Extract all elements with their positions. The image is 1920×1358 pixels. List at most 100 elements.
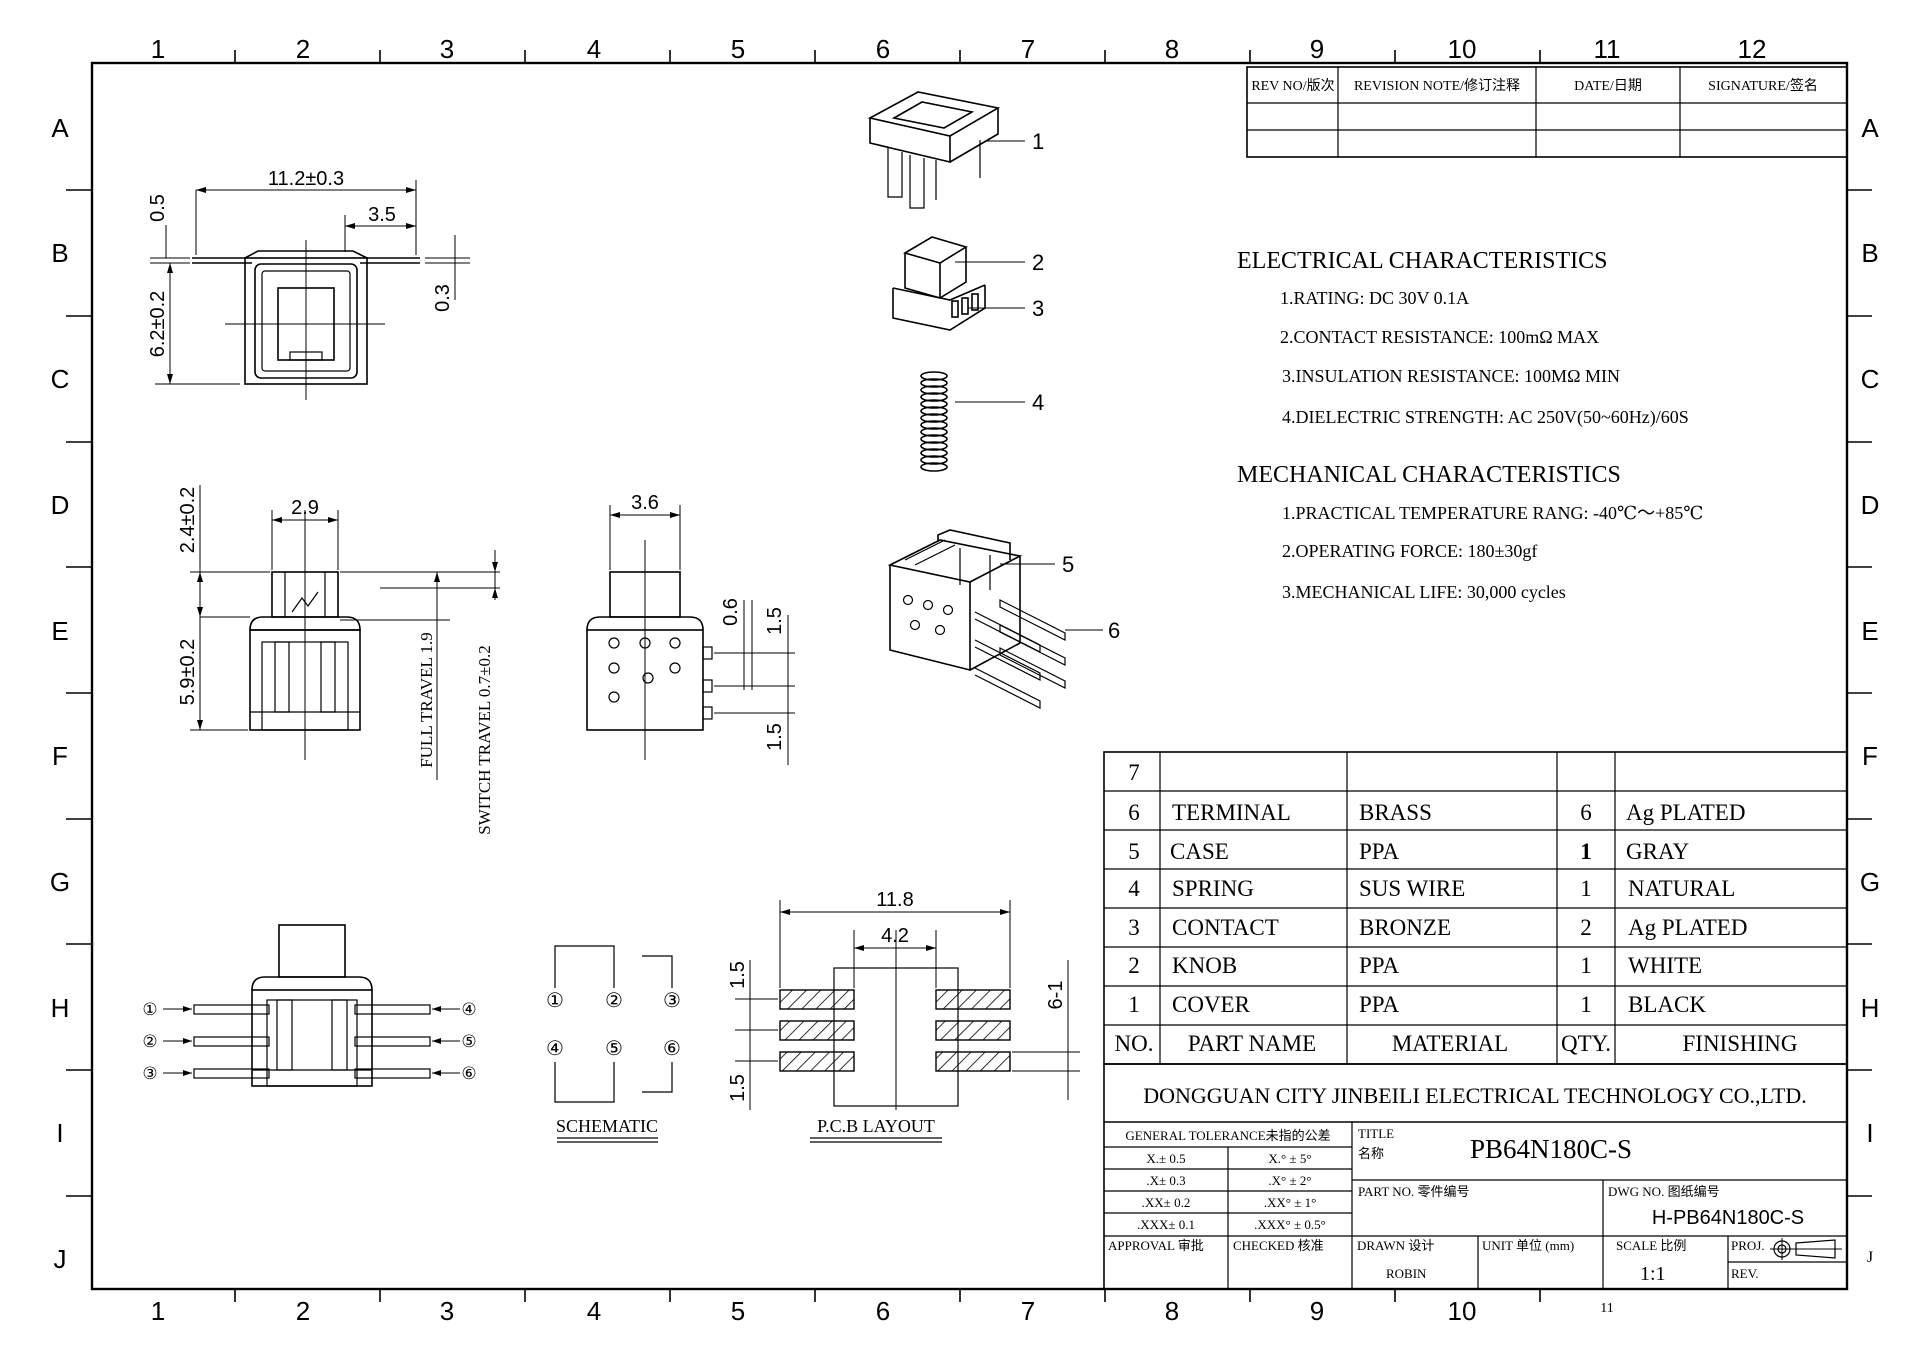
- col-label: 3: [440, 1296, 454, 1326]
- col-label: 2: [296, 34, 310, 64]
- bom-material: PPA: [1359, 953, 1399, 978]
- proj-label: PROJ.: [1731, 1238, 1765, 1253]
- dim-pcb-outer: 11.8: [876, 889, 913, 911]
- dim-front-knob-w: 2.9: [291, 497, 319, 519]
- electrical-item: 3.INSULATION RESISTANCE: 100MΩ MIN: [1282, 366, 1620, 386]
- scale-label: SCALE 比例: [1616, 1238, 1686, 1253]
- bom-qty: 1: [1580, 839, 1592, 864]
- pin-label-3: ③: [142, 1064, 157, 1083]
- pin-label-5: ⑤: [461, 1032, 476, 1051]
- row-label: D: [1861, 490, 1880, 520]
- title-label: TITLE: [1358, 1126, 1394, 1141]
- full-travel-label: FULL TRAVEL 1.9: [417, 632, 436, 768]
- bom-no: 6: [1128, 800, 1140, 825]
- schematic-pin-1: ①: [546, 990, 564, 1012]
- schematic-pin-3: ③: [663, 990, 681, 1012]
- spring-coil: [920, 378, 948, 388]
- pcb-pad: [779, 1051, 855, 1072]
- part-cover: [867, 91, 1001, 209]
- callout-1: 1: [1032, 129, 1044, 154]
- row-label: I: [1866, 1118, 1873, 1148]
- spring-coil: [920, 385, 948, 395]
- spring-coil: [920, 399, 948, 409]
- approval-label: APPROVAL 审批: [1108, 1238, 1204, 1253]
- mechanical-item: 2.OPERATING FORCE: 180±30gf: [1282, 541, 1537, 561]
- tolerance-angular: .X° ± 2°: [1268, 1173, 1311, 1188]
- tolerance-linear: .XXX± 0.1: [1137, 1217, 1195, 1232]
- electrical-item: 1.RATING: DC 30V 0.1A: [1280, 288, 1469, 308]
- scale-value: 1:1: [1640, 1263, 1666, 1285]
- pin-label-4: ④: [461, 1000, 476, 1019]
- bom-finish: WHITE: [1628, 953, 1702, 978]
- spring-coil: [920, 448, 948, 458]
- drawing-border: [66, 50, 1872, 1302]
- mechanical-item: 3.MECHANICAL LIFE: 30,000 cycles: [1282, 582, 1566, 602]
- tolerance-linear: .X± 0.3: [1146, 1173, 1185, 1188]
- exploded-view: 1 2 3 4 5 6: [867, 91, 1120, 709]
- bom-name: TERMINAL: [1172, 800, 1291, 825]
- col-label: 6: [876, 34, 890, 64]
- bom-qty: 2: [1580, 915, 1592, 940]
- bom-finish: Ag PLATED: [1628, 915, 1747, 940]
- dim-side-pitch-1: 1.5: [764, 607, 786, 635]
- mechanical-characteristics: MECHANICAL CHARACTERISTICS 1.PRACTICAL T…: [1237, 462, 1703, 602]
- dim-top-width: 11.2±0.3: [268, 168, 344, 190]
- mechanical-title: MECHANICAL CHARACTERISTICS: [1237, 462, 1621, 488]
- tolerance-linear: .XX± 0.2: [1142, 1195, 1191, 1210]
- pin-label-1: ①: [142, 1000, 157, 1019]
- signature-header: SIGNATURE/签名: [1708, 77, 1818, 94]
- corner-mark: J: [1867, 1249, 1873, 1266]
- callout-4: 4: [1032, 390, 1044, 415]
- dim-pcb-inner: 4.2: [881, 925, 909, 947]
- col-label: 1: [151, 1296, 165, 1326]
- col-label: 4: [587, 1296, 601, 1326]
- dim-side-knob-w: 3.6: [631, 492, 659, 514]
- row-label: E: [51, 616, 68, 646]
- bom-finish: BLACK: [1628, 992, 1706, 1017]
- switch-travel-label: SWITCH TRAVEL 0.7±0.2: [475, 645, 494, 834]
- dim-side-pitch-2: 1.5: [764, 723, 786, 751]
- tolerance-title: GENERAL TOLERANCE未指的公差: [1125, 1128, 1330, 1143]
- col-label: 7: [1021, 34, 1035, 64]
- bom-no: 2: [1128, 953, 1140, 978]
- schematic-label: SCHEMATIC: [556, 1116, 658, 1136]
- pcb-pad: [935, 989, 1011, 1010]
- dim-front-knob-h: 2.4±0.2: [177, 487, 199, 554]
- date-header: DATE/日期: [1574, 78, 1642, 94]
- border-row-labels-right: A B C D E F G H I J: [1860, 113, 1880, 1266]
- bom-qty: 1: [1580, 876, 1592, 901]
- checked-label: CHECKED 核准: [1233, 1238, 1324, 1253]
- col-label: 12: [1738, 34, 1767, 64]
- bom-name: KNOB: [1172, 953, 1237, 978]
- bom-header-part-name: PART NAME: [1188, 1031, 1316, 1056]
- tolerance-angular: .XX° ± 1°: [1264, 1195, 1317, 1210]
- bom-qty: 1: [1580, 953, 1592, 978]
- bom-no: 1: [1128, 992, 1140, 1017]
- bom-material: PPA: [1359, 839, 1399, 864]
- col-label: 7: [1021, 1296, 1035, 1326]
- company-name: DONGGUAN CITY JINBEILI ELECTRICAL TECHNO…: [1143, 1083, 1807, 1108]
- bom-header-material: MATERIAL: [1392, 1031, 1508, 1056]
- bom-name: COVER: [1172, 992, 1251, 1017]
- col-label: 1: [151, 34, 165, 64]
- row-label: A: [1861, 113, 1879, 143]
- row-label: A: [51, 113, 69, 143]
- col-label: 9: [1310, 34, 1324, 64]
- pcb-pad: [779, 989, 855, 1010]
- bom-no: 3: [1128, 915, 1140, 940]
- electrical-title: ELECTRICAL CHARACTERISTICS: [1237, 248, 1607, 274]
- spring-coil: [920, 434, 948, 444]
- col-label: 3: [440, 34, 454, 64]
- revision-note-header: REVISION NOTE/修订注释: [1354, 78, 1520, 94]
- front-view: 2.9 2.4±0.2 5.9±0.2 FULL TRAVEL 1.9 SWIT…: [177, 485, 500, 835]
- row-label: F: [1862, 741, 1878, 771]
- schematic-pin-6: ⑥: [663, 1038, 681, 1060]
- bom-header-no: NO.: [1115, 1031, 1154, 1056]
- bom-no: 5: [1128, 839, 1140, 864]
- row-label: C: [51, 364, 70, 394]
- part-knob: [892, 236, 986, 331]
- bom-material: BRASS: [1359, 800, 1432, 825]
- title-value: PB64N180C-S: [1470, 1134, 1632, 1164]
- col-label: 8: [1165, 1296, 1179, 1326]
